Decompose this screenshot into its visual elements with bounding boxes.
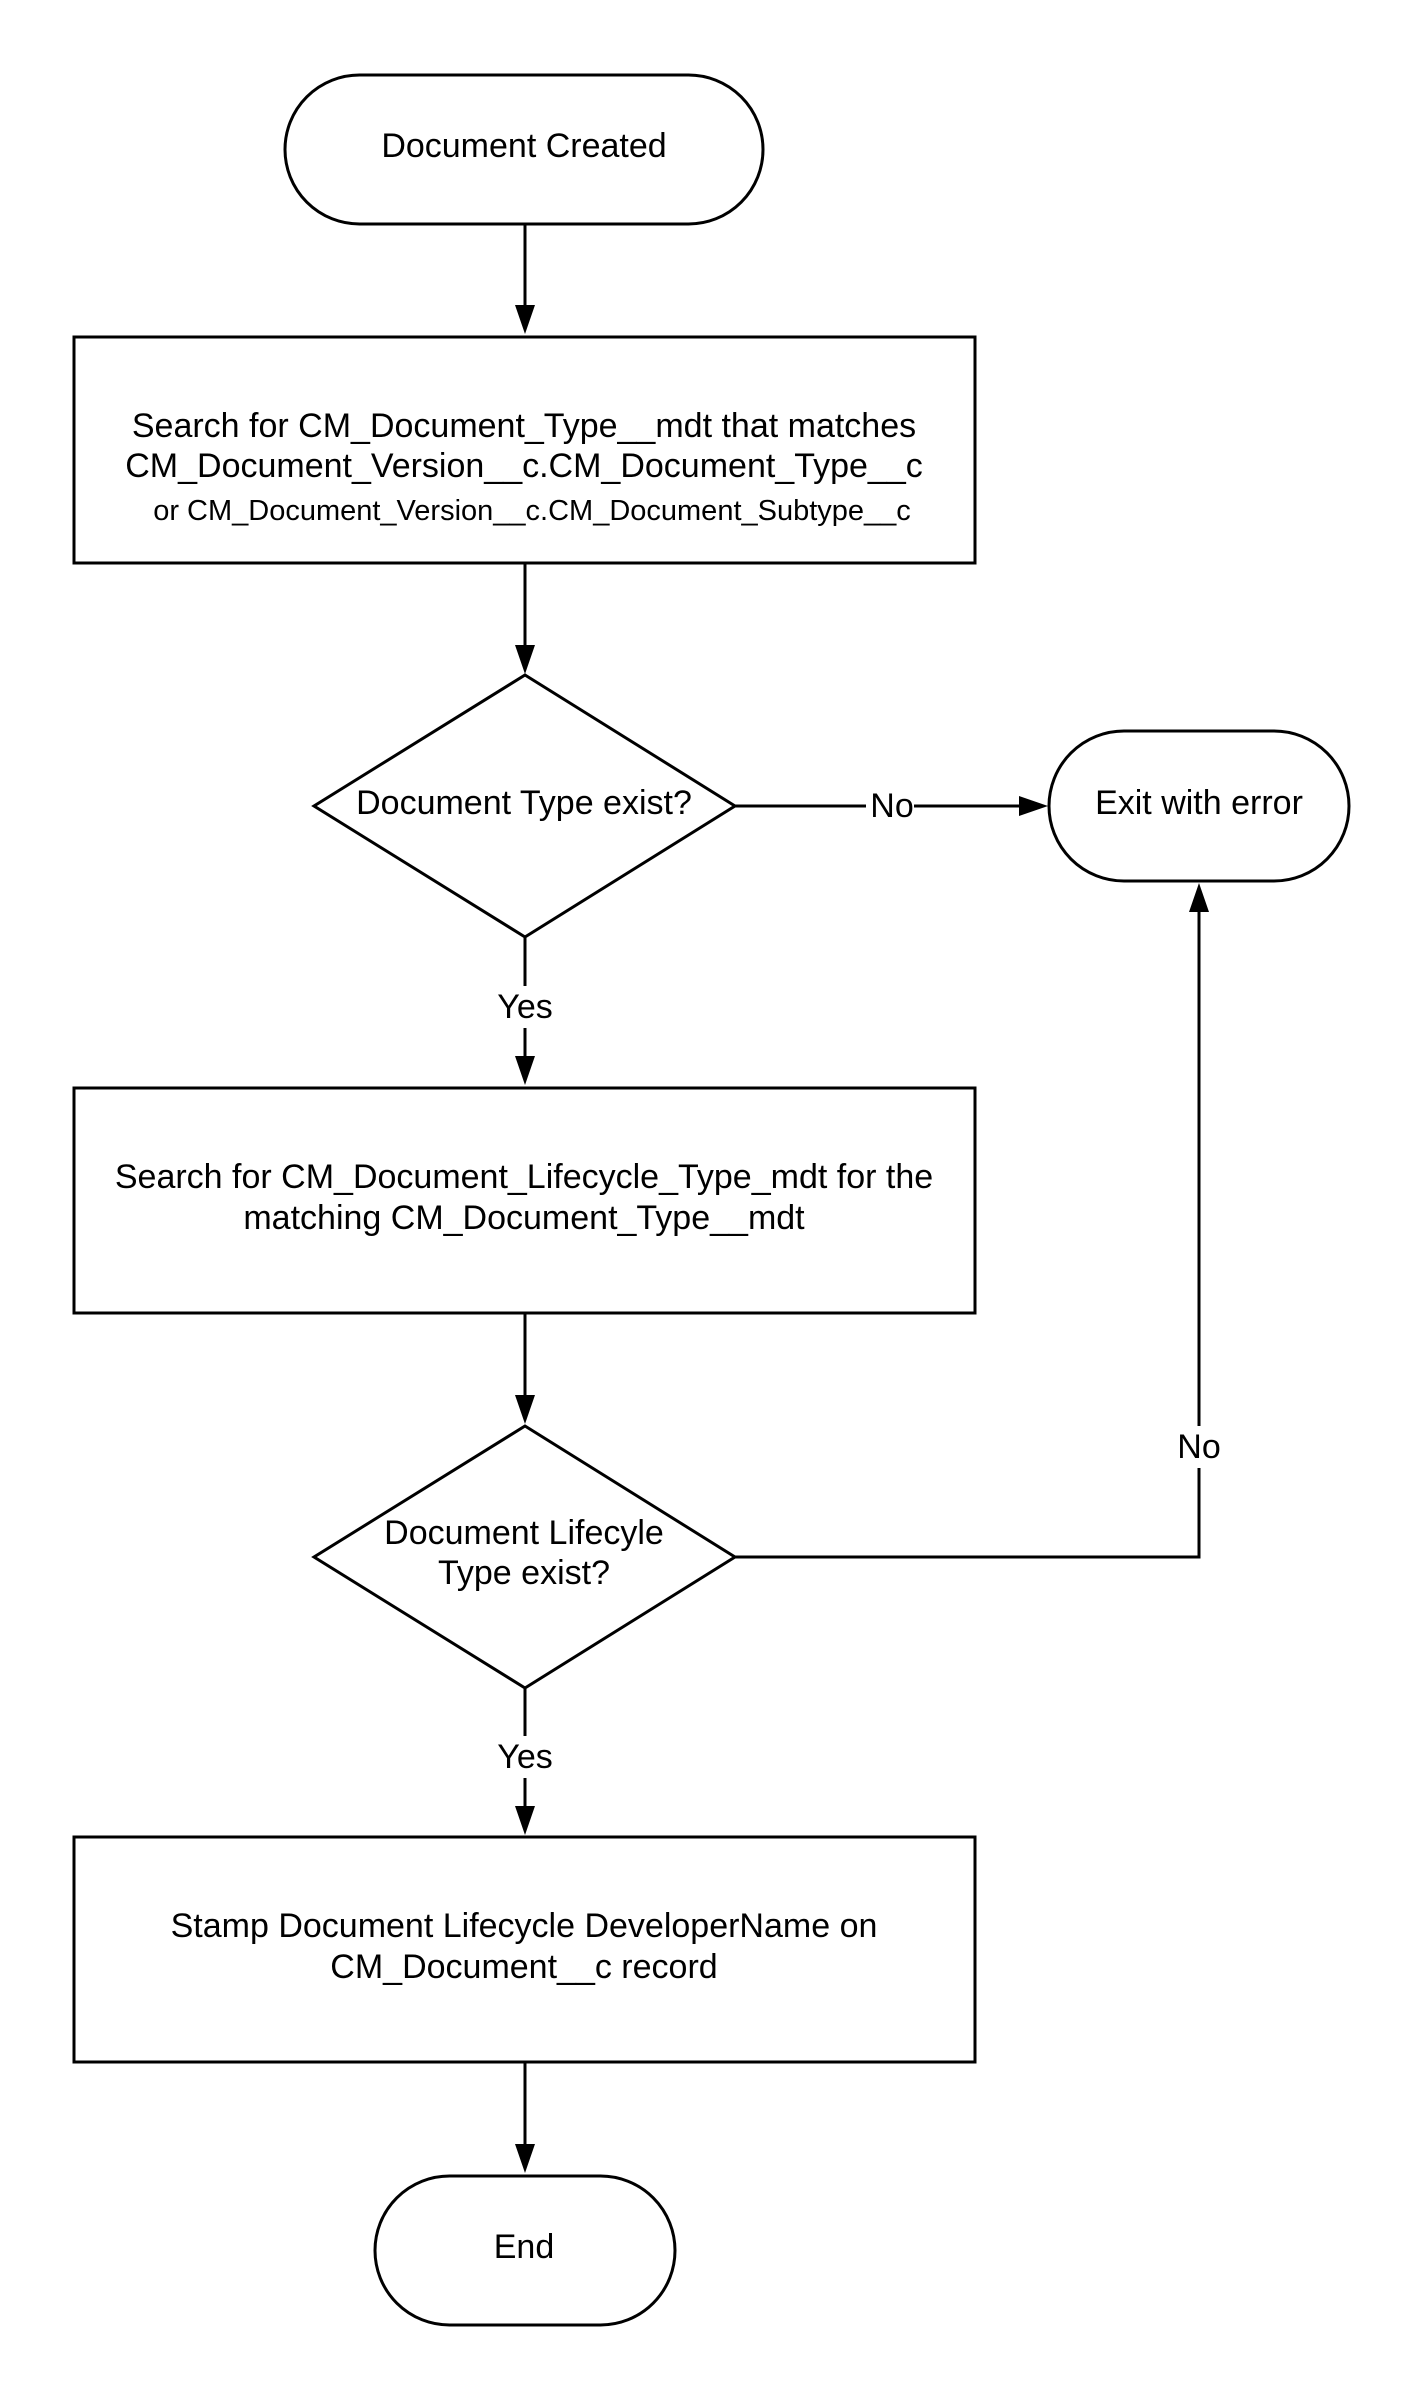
edge-label-type-yes: Yes (497, 988, 552, 1026)
lifecycle-type-decision-line-1: Document Lifecyle (384, 1514, 664, 1552)
edge-label-bg (491, 1736, 559, 1778)
edges: No Yes No Yes (491, 224, 1225, 2173)
edge-label-bg (491, 986, 559, 1028)
arrowhead-icon (515, 1806, 535, 1835)
search-document-type-line-1: Search for CM_Document_Type__mdt that ma… (132, 407, 916, 445)
exit-with-error-node: Exit with error (1047, 729, 1351, 883)
arrowhead-icon (1019, 796, 1048, 816)
edge-label-bg (866, 786, 914, 826)
stamp-developer-name-line-2: CM_Document__c record (330, 1948, 717, 1986)
arrowhead-icon (515, 645, 535, 674)
arrowhead-icon (515, 1395, 535, 1424)
edge-label-lifecycle-no: No (1177, 1428, 1220, 1466)
document-type-decision-label: Document Type exist? (356, 784, 692, 822)
search-lifecycle-type-line-2: matching CM_Document_Type__mdt (243, 1199, 805, 1237)
search-document-type-line-3: or CM_Document_Version__c.CM_Document_Su… (153, 495, 911, 527)
end-node: End (373, 2174, 677, 2327)
start-node: Document Created (283, 73, 765, 226)
search-document-type-node: Search for CM_Document_Type__mdt that ma… (72, 335, 977, 565)
stamp-developer-name-node: Stamp Document Lifecycle DeveloperName o… (72, 1835, 977, 2064)
arrowhead-icon (1189, 883, 1209, 912)
stamp-developer-name-line-1: Stamp Document Lifecycle DeveloperName o… (171, 1907, 878, 1945)
search-lifecycle-type-line-1: Search for CM_Document_Lifecycle_Type_md… (115, 1158, 933, 1196)
edge-label-bg (1173, 1426, 1225, 1468)
arrowhead-icon (515, 1056, 535, 1085)
search-lifecycle-type-node: Search for CM_Document_Lifecycle_Type_md… (72, 1086, 977, 1315)
exit-with-error-label: Exit with error (1095, 784, 1303, 822)
document-type-decision-node: Document Type exist? (311, 673, 738, 939)
edge-label-lifecycle-yes: Yes (497, 1738, 552, 1776)
arrowhead-icon (515, 305, 535, 334)
end-node-label: End (494, 2228, 555, 2266)
lifecycle-type-decision-line-2: Type exist? (438, 1554, 610, 1592)
start-node-label: Document Created (381, 127, 666, 165)
edge-lifecycle-decision-no (735, 912, 1201, 1559)
arrowhead-icon (515, 2144, 535, 2173)
edge-label-type-no: No (870, 787, 913, 825)
lifecycle-type-decision-node: Document Lifecyle Type exist? (311, 1424, 738, 1690)
search-document-type-line-2: CM_Document_Version__c.CM_Document_Type_… (125, 447, 923, 485)
